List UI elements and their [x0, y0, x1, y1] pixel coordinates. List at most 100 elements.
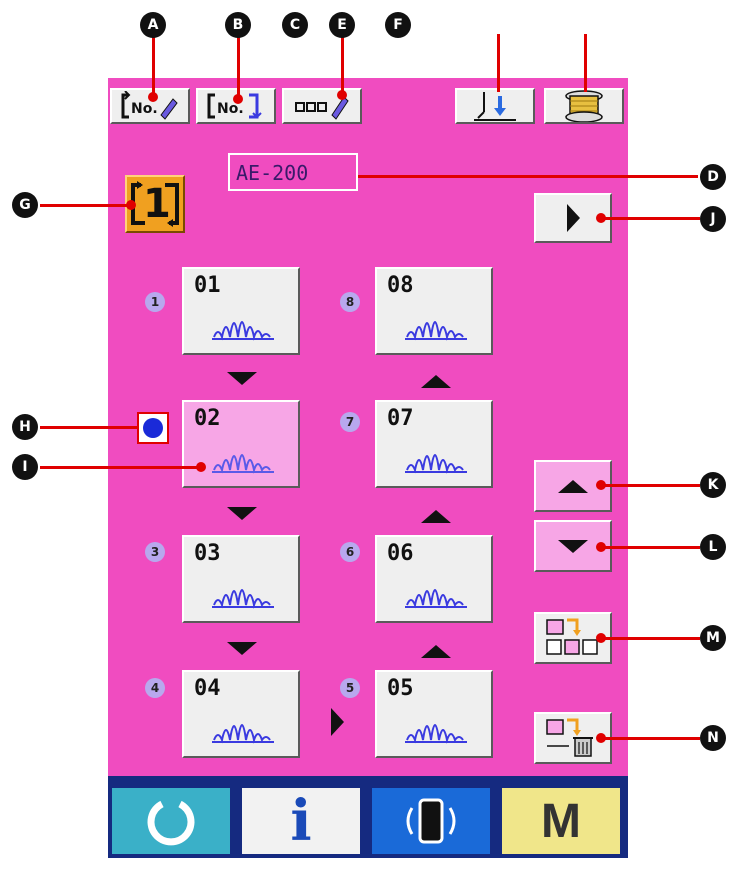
cycle-number: 1 [143, 181, 171, 227]
callout-c: C [282, 12, 308, 38]
callout-h: H [12, 414, 38, 440]
step-number-6: 6 [340, 542, 360, 562]
sewing-pattern-icon [212, 724, 274, 744]
sequence-arrow-up-icon [421, 645, 451, 658]
callout-dot-j [596, 213, 606, 223]
callout-dot-a [148, 92, 158, 102]
callout-line-k [600, 484, 700, 487]
communication-button[interactable] [372, 788, 490, 854]
presser-lower-icon [474, 92, 516, 121]
arrow-up-icon [558, 479, 588, 493]
callout-line-b [237, 37, 240, 99]
name-edit-icon [295, 96, 349, 120]
callout-line-g [40, 204, 130, 207]
sequence-arrow-down-icon [227, 507, 257, 520]
callout-d: D [700, 164, 726, 190]
callout-dot-g [126, 200, 136, 210]
callout-g: G [12, 192, 38, 218]
callout-line-m [600, 637, 700, 640]
svg-text:No.: No. [217, 101, 244, 117]
ready-button[interactable] [112, 788, 230, 854]
sewing-pattern-icon [212, 321, 274, 341]
sewing-pattern-icon [212, 454, 274, 474]
callout-f: F [385, 12, 411, 38]
callout-b: B [225, 12, 251, 38]
arrow-right-icon [566, 204, 580, 232]
step-number-3: 3 [145, 542, 165, 562]
current-step-dot [143, 418, 163, 438]
callout-line-l [600, 546, 700, 549]
svg-text:No.: No. [131, 101, 158, 117]
insert-step-icon [546, 618, 598, 655]
callout-a: A [140, 12, 166, 38]
callout-line-a [152, 37, 155, 97]
delete-step-icon [546, 718, 593, 757]
sequence-arrow-down-icon [227, 642, 257, 655]
pattern-button-07[interactable]: 07 [375, 400, 493, 488]
callout-line-n [600, 737, 700, 740]
callout-line-e [341, 37, 344, 95]
callout-dot-n [596, 733, 606, 743]
callout-i: I [12, 454, 38, 480]
callout-e: E [329, 12, 355, 38]
sewing-pattern-icon [405, 321, 467, 341]
arrow-down-icon [558, 539, 588, 553]
current-step-indicator [137, 412, 169, 444]
information-button[interactable]: i [242, 788, 360, 854]
sequence-arrow-up-icon [421, 510, 451, 523]
pattern-button-03[interactable]: 03 [182, 535, 300, 623]
pattern-button-01[interactable]: 01 [182, 267, 300, 355]
callout-dot-k [596, 480, 606, 490]
step-number-4: 4 [145, 678, 165, 698]
pattern-button-04[interactable]: 04 [182, 670, 300, 758]
callout-line-j [600, 217, 700, 220]
callout-line-bobbin [584, 34, 587, 92]
callout-n: N [700, 725, 726, 751]
callout-m: M [700, 625, 726, 651]
bobbin-winder-button[interactable] [544, 88, 624, 124]
callout-line-presser [497, 34, 500, 92]
pattern-number: 07 [387, 406, 414, 431]
pattern-name-display: AE-200 [228, 153, 358, 191]
mode-button[interactable]: M [502, 788, 620, 854]
info-icon: i [290, 788, 312, 854]
pattern-number: 06 [387, 541, 414, 566]
callout-dot-e [337, 90, 347, 100]
pattern-number: 02 [194, 406, 221, 431]
pattern-number: 04 [194, 676, 221, 701]
pattern-name: AE-200 [236, 161, 309, 185]
mode-icon: M [541, 794, 581, 848]
callout-dot-i [196, 462, 206, 472]
sequence-arrow-up-icon [421, 375, 451, 388]
pattern-button-08[interactable]: 08 [375, 267, 493, 355]
step-number-7: 7 [340, 412, 360, 432]
callout-j: J [700, 206, 726, 232]
step-number-1: 1 [145, 292, 165, 312]
pattern-button-05[interactable]: 05 [375, 670, 493, 758]
presser-lower-button[interactable] [455, 88, 535, 124]
callout-line-d [358, 175, 698, 178]
pattern-number: 01 [194, 273, 221, 298]
bobbin-winder-icon [565, 90, 603, 122]
copy-pattern-button[interactable]: No. [196, 88, 276, 124]
sewing-pattern-icon [405, 454, 467, 474]
pattern-number: 08 [387, 273, 414, 298]
callout-line-h [40, 426, 139, 429]
callout-l: L [700, 534, 726, 560]
sequence-arrow-right-icon [331, 708, 344, 736]
communication-icon [406, 798, 456, 844]
callout-dot-m [596, 633, 606, 643]
callout-k: K [700, 472, 726, 498]
callout-line-i [40, 466, 200, 469]
pattern-number: 05 [387, 676, 414, 701]
sewing-pattern-icon [212, 589, 274, 609]
sewing-pattern-icon [405, 589, 467, 609]
pattern-button-02[interactable]: 02 [182, 400, 300, 488]
new-pattern-icon: No. [121, 91, 178, 120]
pattern-button-06[interactable]: 06 [375, 535, 493, 623]
sewing-pattern-icon [405, 724, 467, 744]
callout-dot-b [233, 94, 243, 104]
insert-step-button[interactable] [534, 612, 612, 664]
name-edit-button[interactable] [282, 88, 362, 124]
step-number-8: 8 [340, 292, 360, 312]
